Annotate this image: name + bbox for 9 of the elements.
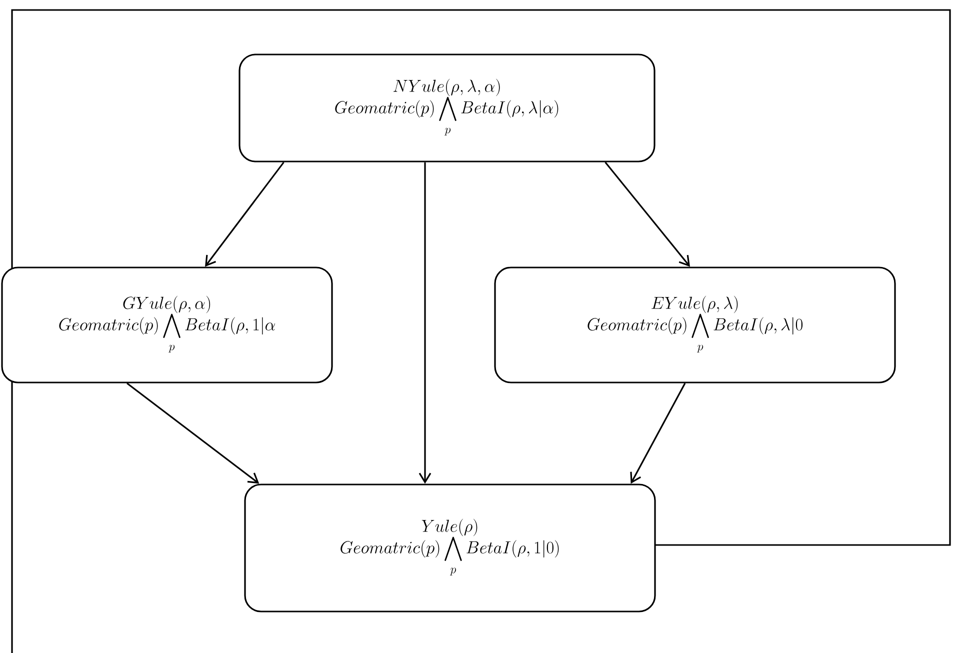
- arrow: [604, 162, 690, 267]
- rounded-box: $Yule(\rho)$ $Geomatric(p)\bigwedge_{p}BetaI(\rho,1|0)$: [244, 484, 656, 612]
- arrow: [126, 382, 260, 484]
- arrow: [630, 382, 686, 484]
- arrow: [418, 162, 432, 484]
- rounded-box: $EYule(\rho,\lambda)$ $Geomatric(p)\bigwedge_{p}BetaI(\rho,\lambda|0$: [494, 266, 896, 384]
- rounded-box: $NYule(\rho,\lambda,\alpha)$ $Geomatric(p)\bigwedge_{p}BetaI(\rho,\lambda|\alpha)$: [238, 54, 656, 162]
- rounded-box: $GYule(\rho,\alpha)$ $Geomatric(p)\bigwedge_{p}BetaI(\rho,1|\alpha$: [1, 266, 333, 384]
- arrow: [205, 162, 284, 267]
